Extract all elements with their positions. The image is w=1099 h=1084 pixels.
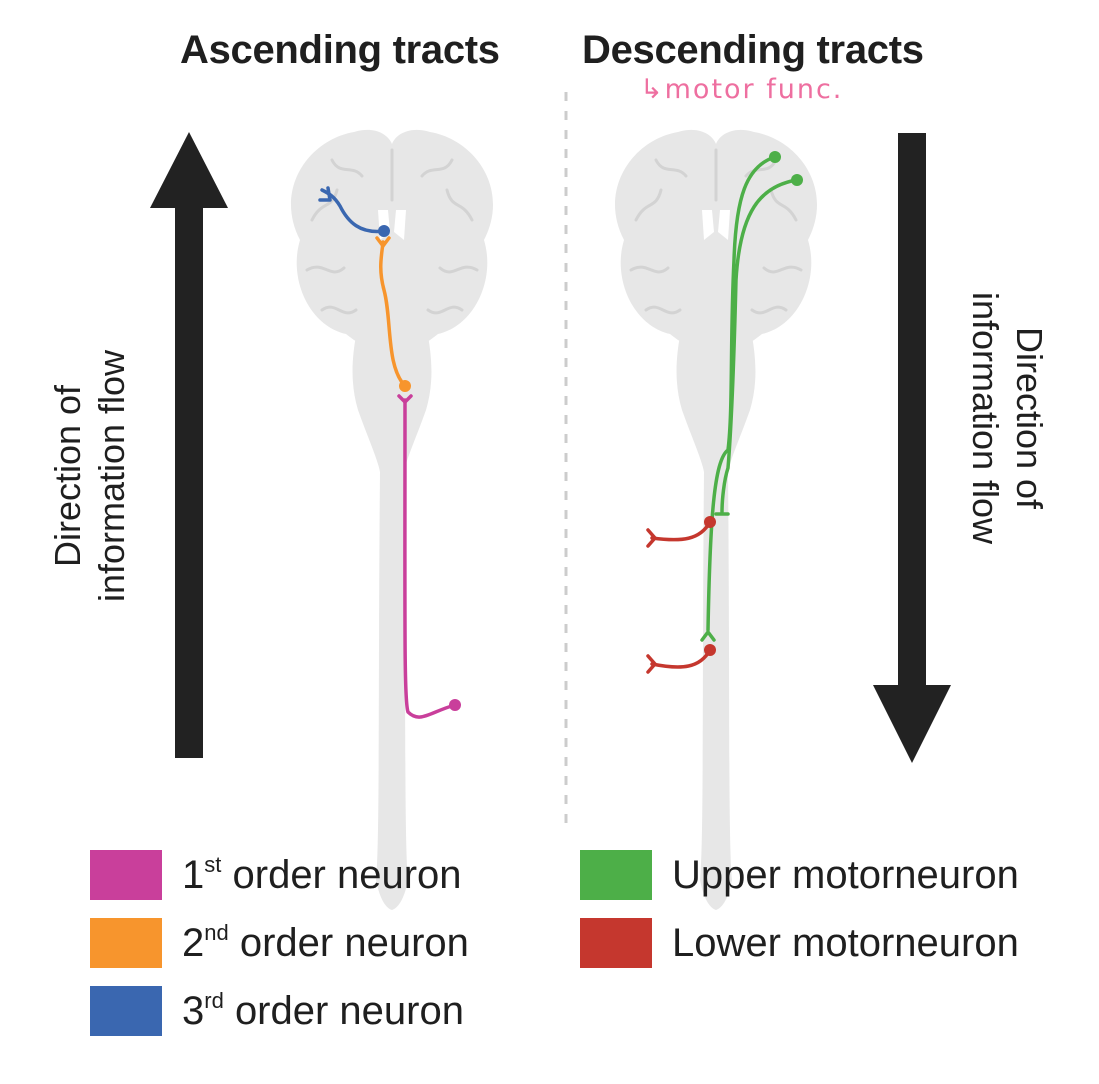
flow-label-line1: Direction of bbox=[1009, 326, 1050, 510]
first-order-label: 1st order neuron bbox=[182, 851, 462, 897]
motor-function-annotation: ↳motor func. bbox=[640, 74, 844, 105]
second-order-swatch bbox=[90, 918, 162, 968]
legend-second-order: 2nd order neuron bbox=[90, 916, 469, 970]
flow-label-line2: information flow bbox=[965, 291, 1006, 545]
brain-spinal-cord-left bbox=[290, 129, 494, 911]
first-order-neuron bbox=[397, 394, 461, 719]
information-flow-label-right: Direction of information flow bbox=[963, 292, 1051, 544]
upper-motorneuron bbox=[700, 151, 803, 642]
flow-label-line1: Direction of bbox=[47, 384, 88, 568]
descending-tracts-title: Descending tracts bbox=[582, 28, 924, 72]
upper-motorneuron-label: Upper motorneuron bbox=[672, 852, 1019, 897]
information-flow-label-left: Direction of information flow bbox=[46, 350, 134, 602]
third-order-label: 3rd order neuron bbox=[182, 987, 464, 1033]
second-order-neuron bbox=[375, 236, 411, 392]
legend-lower-motorneuron: Lower motorneuron bbox=[580, 916, 1019, 970]
legend-upper-motorneuron: Upper motorneuron bbox=[580, 848, 1019, 902]
upper-motorneuron-swatch bbox=[580, 850, 652, 900]
lower-motorneuron-swatch bbox=[580, 918, 652, 968]
legend-third-order: 3rd order neuron bbox=[90, 984, 464, 1038]
downward-arrow-icon bbox=[873, 133, 951, 763]
ascending-tracts-title: Ascending tracts bbox=[180, 28, 500, 72]
lower-motorneuron-label: Lower motorneuron bbox=[672, 920, 1019, 965]
brain-spinal-cord-right bbox=[614, 129, 818, 911]
legend-first-order: 1st order neuron bbox=[90, 848, 462, 902]
third-order-swatch bbox=[90, 986, 162, 1036]
second-order-label: 2nd order neuron bbox=[182, 919, 469, 965]
upward-arrow-icon bbox=[150, 132, 228, 758]
third-order-neuron bbox=[318, 186, 390, 237]
first-order-swatch bbox=[90, 850, 162, 900]
flow-label-line2: information flow bbox=[91, 349, 132, 603]
lower-motorneuron bbox=[646, 516, 716, 674]
